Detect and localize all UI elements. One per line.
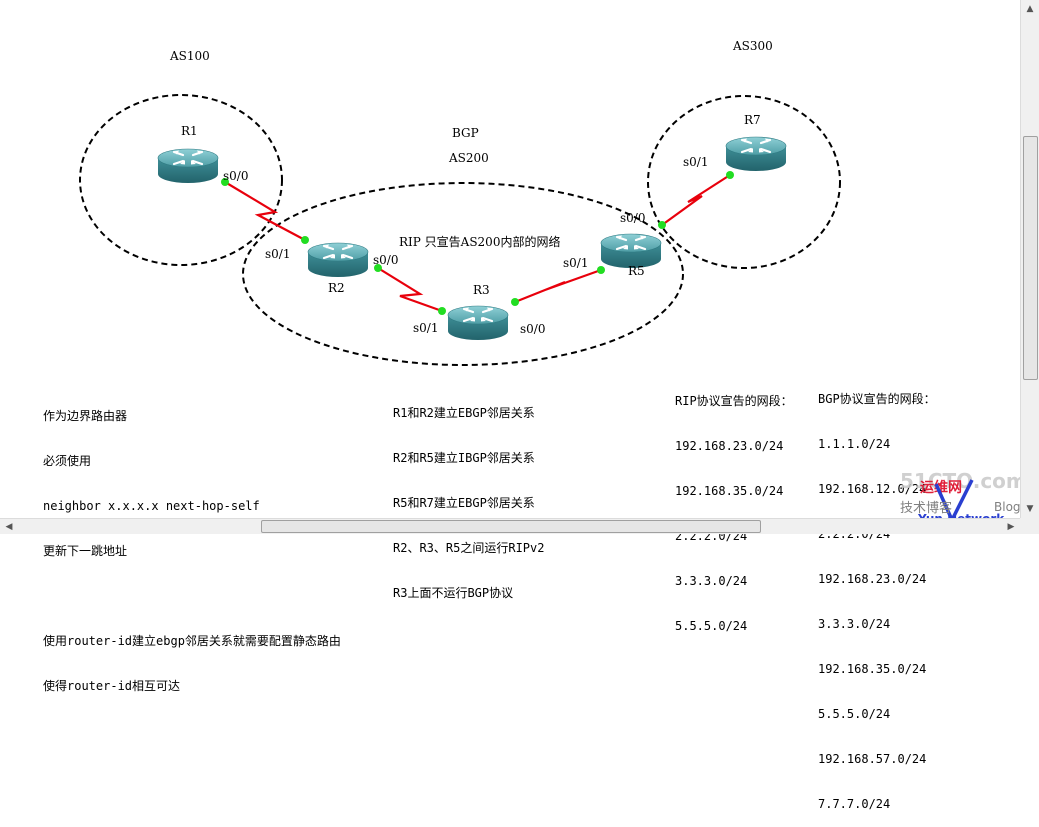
bgp-label: BGP: [452, 126, 479, 140]
link-r3-r5: [514, 268, 602, 304]
as300-label: AS300: [732, 39, 773, 53]
port-r3-s01: [438, 307, 446, 315]
note-line: neighbor x.x.x.x next-hop-self: [43, 499, 260, 513]
note-line: R2、R3、R5之间运行RIPv2: [393, 541, 545, 555]
router-r3-icon[interactable]: [446, 304, 510, 342]
as100-label: AS100: [169, 49, 210, 63]
port-r2-s01: [301, 236, 309, 244]
bgp-network-item: 192.168.23.0/24: [818, 572, 927, 586]
router-r7-icon[interactable]: [724, 135, 788, 173]
iface-r2-s00: s0/0: [373, 253, 398, 267]
iface-r3-s01: s0/1: [413, 321, 438, 335]
router-r2-icon[interactable]: [306, 241, 370, 279]
port-r5-s01: [597, 266, 605, 274]
bgp-network-item: 192.168.35.0/24: [818, 662, 927, 676]
port-r7-s01: [726, 171, 734, 179]
as300-boundary: [647, 95, 841, 269]
scroll-down-icon[interactable]: ▼: [1026, 504, 1034, 514]
watermark-cn: 运维网: [920, 479, 962, 496]
watermark-site: 51CTO.com: [900, 469, 1027, 493]
link-r5-r7: [661, 174, 731, 226]
iface-r3-s00: s0/0: [520, 322, 545, 336]
scroll-left-icon[interactable]: ◀: [5, 522, 13, 532]
bgp-network-item: 1.1.1.0/24: [818, 437, 891, 451]
port-r5-s00: [658, 221, 666, 229]
router-r1-icon[interactable]: [156, 147, 220, 185]
horizontal-scrollbar[interactable]: ◀ ▶: [0, 518, 1020, 534]
port-r2-s00: [374, 264, 382, 272]
iface-r2-s01: s0/1: [265, 247, 290, 261]
note-line: 使用router-id建立ebgp邻居关系就需要配置静态路由: [43, 634, 341, 648]
rip-network-item: 3.3.3.0/24: [675, 574, 748, 588]
link-r1-r2: [224, 181, 306, 241]
iface-r5-s00: s0/0: [620, 211, 645, 225]
note-line: R5和R7建立EBGP邻居关系: [393, 496, 535, 510]
router-r1-label: R1: [181, 124, 198, 138]
scroll-right-icon[interactable]: ▶: [1007, 522, 1015, 532]
note-line: 使得router-id相互可达: [43, 679, 181, 693]
bgp-network-item: 5.5.5.0/24: [818, 707, 891, 721]
as100-boundary: [79, 94, 283, 266]
notes-left: 作为边界路由器 必须使用 neighbor x.x.x.x next-hop-s…: [43, 379, 341, 709]
bgp-network-item: 3.3.3.0/24: [818, 617, 891, 631]
note-line: R2和R5建立IBGP邻居关系: [393, 451, 535, 465]
network-topology-canvas: AS100 AS300 BGP AS200 RIP 只宣告AS200内部的网络 …: [79, 39, 841, 366]
iface-r1-s00: s0/0: [223, 169, 248, 183]
bgp-network-item: 192.168.12.0/24: [818, 482, 927, 496]
rip-networks-title: RIP协议宣告的网段：: [675, 394, 793, 408]
router-r7-label: R7: [744, 113, 761, 127]
link-r2-r3: [377, 267, 443, 313]
rip-network-item: 192.168.23.0/24: [675, 439, 784, 453]
vertical-scroll-thumb[interactable]: [1023, 136, 1038, 380]
router-r3-label: R3: [473, 283, 490, 297]
note-line: 更新下一跳地址: [43, 544, 128, 558]
watermark-blog: Blog: [994, 500, 1021, 514]
rip-network-item: 192.168.35.0/24: [675, 484, 784, 498]
scrollbar-corner: [1020, 518, 1039, 534]
as200-label: AS200: [448, 151, 489, 165]
iface-r7-s01: s0/1: [683, 155, 708, 169]
rip-network-item: 5.5.5.0/24: [675, 619, 748, 633]
note-line: R1和R2建立EBGP邻居关系: [393, 406, 535, 420]
port-r1-s00: [221, 178, 229, 186]
rip-networks-list: RIP协议宣告的网段： 192.168.23.0/24 192.168.35.0…: [675, 364, 793, 649]
bgp-networks-title: BGP协议宣告的网段：: [818, 392, 936, 406]
note-line: 作为边界路由器: [43, 409, 128, 423]
router-r5-icon[interactable]: [599, 232, 663, 270]
rip-note: RIP 只宣告AS200内部的网络: [399, 234, 560, 249]
as200-boundary: [242, 182, 684, 366]
notes-middle: R1和R2建立EBGP邻居关系 R2和R5建立IBGP邻居关系 R5和R7建立E…: [393, 376, 544, 616]
router-r5-label: R5: [628, 264, 645, 278]
note-line: 必须使用: [43, 454, 92, 468]
bgp-network-item: 192.168.57.0/24: [818, 752, 927, 766]
bgp-networks-list: BGP协议宣告的网段： 1.1.1.0/24 192.168.12.0/24 2…: [818, 362, 936, 827]
watermark-tech: 技术博客: [900, 500, 952, 516]
port-r3-s00: [511, 298, 519, 306]
iface-r5-s01: s0/1: [563, 256, 588, 270]
horizontal-scroll-thumb[interactable]: [261, 520, 761, 533]
router-r2-label: R2: [328, 281, 345, 295]
bgp-network-item: 7.7.7.0/24: [818, 797, 891, 811]
note-spacer: [43, 589, 341, 604]
vertical-scrollbar[interactable]: ▲ ▼: [1020, 0, 1039, 518]
scroll-up-icon[interactable]: ▲: [1026, 4, 1034, 14]
note-line: R3上面不运行BGP协议: [393, 586, 514, 600]
